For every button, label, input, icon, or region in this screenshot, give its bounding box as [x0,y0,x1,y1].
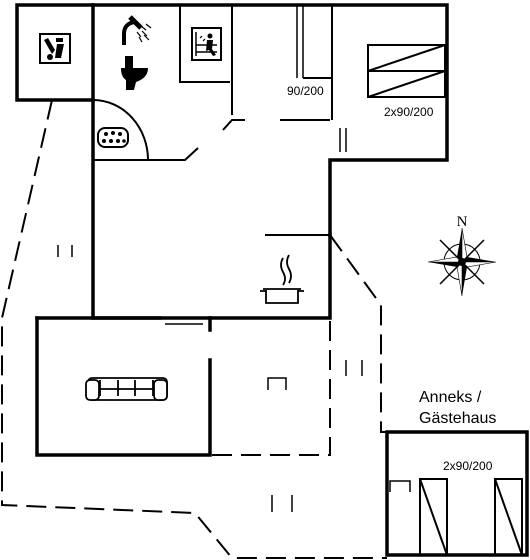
single-bed-size-label: 90/200 [287,84,324,98]
annex-beds [419,478,523,556]
toilet-icon [121,56,148,90]
washing-machine-icon [39,33,71,64]
interior-walls [93,5,333,236]
cooking-pot-icon [260,254,304,304]
compass-north-label: N [457,214,468,230]
whirlpool-icon [97,127,129,148]
door-swing [92,98,149,161]
window-marks [57,5,411,512]
terrace-outline [1,99,388,559]
shower-icon [122,15,152,45]
annex-bed-size-label: 2x90/200 [443,459,493,473]
compass-rose-icon [427,227,497,297]
annex-label-line1: Anneks / [419,389,482,406]
bedroom-bed-size-label: 2x90/200 [384,105,434,119]
annex-label-line2: Gästehaus [419,410,496,427]
bedroom-bed [367,44,446,98]
sofa-icon [85,377,168,401]
sauna-icon [191,27,222,61]
